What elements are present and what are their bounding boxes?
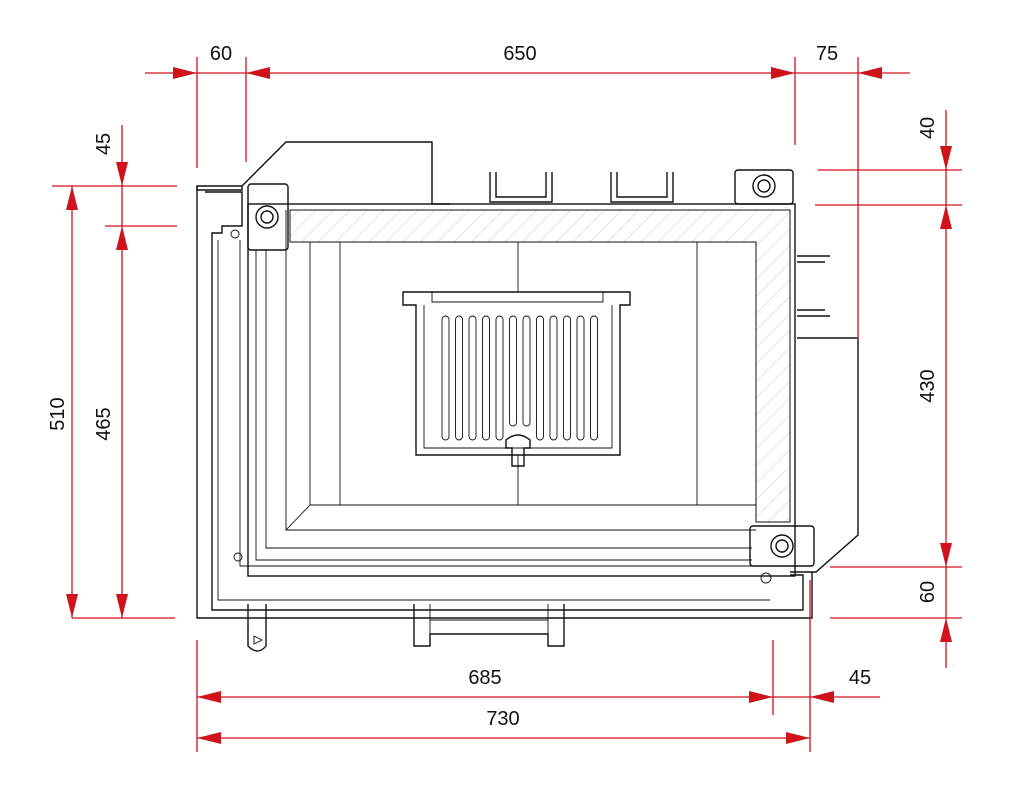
arrowhead: [810, 691, 834, 703]
dim-bottom-right-offset: 45: [849, 667, 871, 689]
dim-right-depth: 430: [917, 369, 939, 402]
arrowhead: [116, 594, 128, 618]
grate-slot: [590, 315, 598, 441]
arrowhead: [858, 67, 882, 79]
dim-bottom-inner-width: 685: [468, 667, 501, 689]
dim-right-bottom-offset: 60: [917, 581, 939, 603]
arrowhead: [197, 732, 221, 744]
arrowhead: [246, 67, 270, 79]
dimension-arrows: [66, 67, 952, 744]
arrowhead: [940, 205, 952, 229]
dim-right-top-offset: 40: [917, 117, 939, 139]
arrowhead: [940, 543, 952, 567]
bolt-bottom-right: [749, 525, 815, 567]
grate-slot: [522, 315, 531, 427]
grate-slot: [455, 315, 463, 441]
grate-slot: [441, 315, 450, 441]
grate-slot: [549, 315, 558, 441]
arrowhead: [173, 67, 197, 79]
dim-top-width: 650: [503, 43, 536, 65]
arrowhead: [66, 594, 78, 618]
dim-left-total-depth: 510: [47, 397, 69, 430]
arrowhead: [786, 732, 810, 744]
grate-slot: [509, 315, 517, 427]
bolt-top-right: [734, 169, 794, 205]
dim-left-inner-depth: 465: [93, 407, 115, 440]
fireplace-outline: [196, 141, 859, 652]
grate-slot: [468, 315, 477, 441]
grate-slot: [536, 315, 544, 441]
arrowhead: [940, 618, 952, 642]
arrowhead: [749, 691, 773, 703]
dimension-lines: [52, 57, 962, 752]
arrowhead: [940, 146, 952, 170]
arrowhead: [116, 162, 128, 186]
arrowhead: [197, 691, 221, 703]
grate-slot: [563, 315, 571, 441]
dim-bottom-total-width: 730: [486, 708, 519, 730]
arrowhead: [771, 67, 795, 79]
arrowhead: [66, 186, 78, 210]
dim-left-top-offset: 45: [93, 133, 115, 155]
grate-slot: [576, 315, 585, 441]
grate: [402, 291, 631, 467]
grate-slot: [482, 315, 490, 441]
dim-top-right-offset: 75: [816, 43, 838, 65]
dim-top-left-offset: 60: [210, 43, 232, 65]
bolt-top-left: [247, 183, 289, 251]
grate-slot: [495, 315, 504, 441]
arrowhead: [116, 226, 128, 250]
